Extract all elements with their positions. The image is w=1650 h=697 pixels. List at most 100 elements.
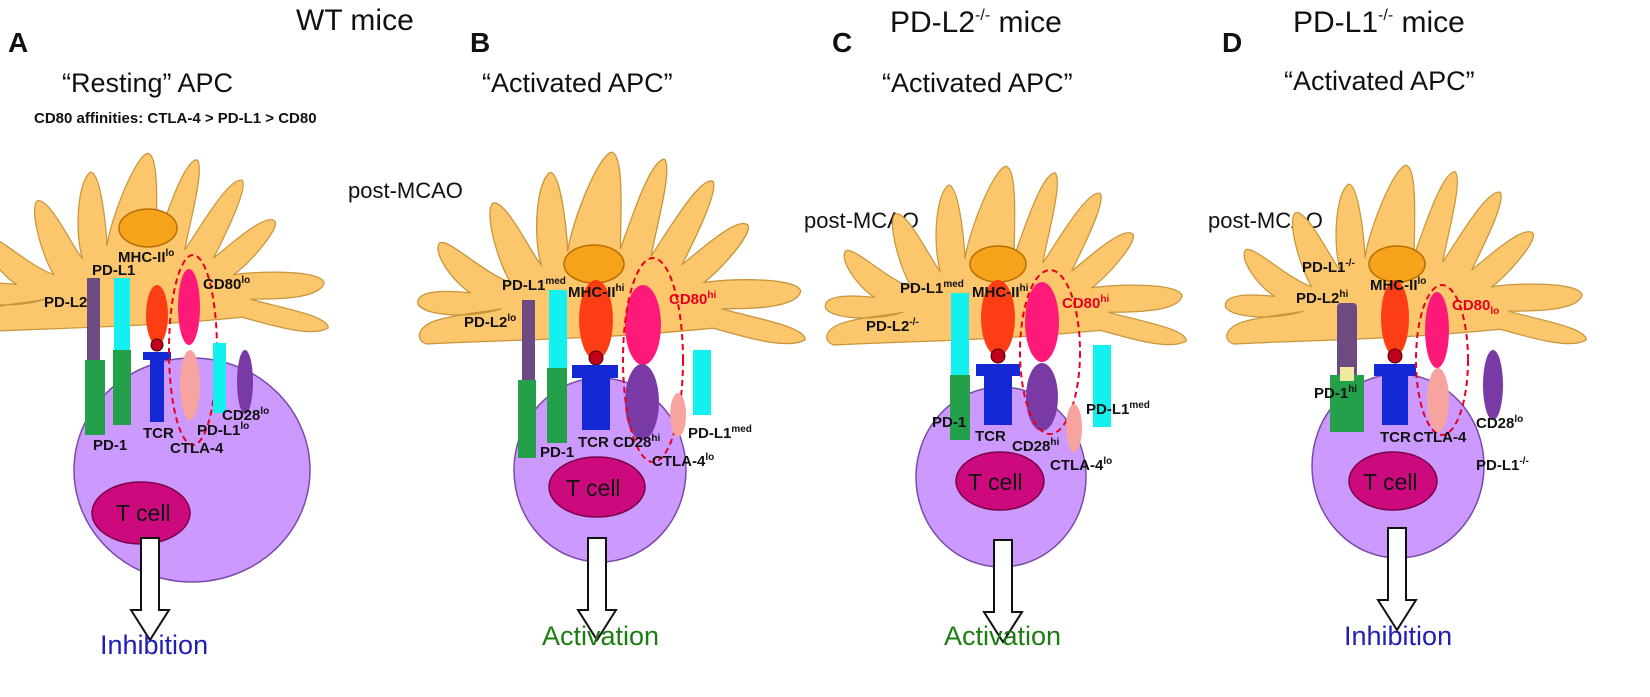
tcr-molecule xyxy=(1374,364,1416,425)
pdl1-side-label: PD-L1lo xyxy=(197,421,249,439)
pdl2-label: PD-L2-/- xyxy=(866,317,919,335)
cd80-dashed-ellipse xyxy=(1019,269,1081,435)
mhc-ii-molecule xyxy=(146,285,168,345)
ctla4-label: CTLA-4lo xyxy=(652,452,714,470)
t-cell-label: T cell xyxy=(1363,469,1418,495)
ctla4-molecule xyxy=(1066,404,1082,452)
outcome-label: Activation xyxy=(944,621,1061,651)
ctla4-molecule xyxy=(670,393,686,437)
panel-letter: B xyxy=(470,27,490,58)
mhc-label: MHC-IIlo xyxy=(1370,276,1426,294)
pdl1-side-label: PD-L1-/- xyxy=(1476,456,1529,474)
cd80-affinities-note: CD80 affinities: CTLA-4 > PD-L1 > CD80 xyxy=(34,110,317,127)
cd28-molecule xyxy=(1483,350,1503,420)
apc-state-label: “Activated APC” xyxy=(882,68,1073,98)
apc-nucleus xyxy=(563,244,625,284)
mice-label: PD-L1-/- mice xyxy=(1293,6,1465,39)
pdl1-top-label: PD-L1-/- xyxy=(1302,258,1355,276)
mhc-ii-molecule xyxy=(579,280,613,360)
pd1-molecule xyxy=(1330,375,1364,432)
ctla4-label: CTLA-4 xyxy=(170,440,224,457)
pdl1-top-label: PD-L1 xyxy=(92,262,135,279)
pdl1-molecule xyxy=(114,278,130,358)
pdl2-molecule xyxy=(87,278,100,373)
cd80-label: CD80hi xyxy=(1062,294,1109,312)
pd1-molecule xyxy=(518,380,536,458)
t-cell-nucleus xyxy=(955,451,1045,511)
ctla4-molecule xyxy=(1427,368,1449,432)
outcome-label: Activation xyxy=(542,621,659,651)
peptide xyxy=(150,338,164,352)
tcr-molecule xyxy=(143,352,171,422)
panel-letter: A xyxy=(8,27,28,58)
t-cell-nucleus xyxy=(548,456,646,518)
t-cell-label: T cell xyxy=(566,475,621,501)
cd80-molecule xyxy=(1425,292,1449,368)
apc-state-label: “Resting” APC xyxy=(62,68,233,98)
cd28-molecule xyxy=(1026,363,1058,431)
cd80-label: CD80lo xyxy=(1452,297,1499,317)
mice-label: WT mice xyxy=(296,4,414,37)
pdl1-soluble-molecule xyxy=(693,350,711,415)
cd28-molecule xyxy=(237,350,253,414)
panel-d: D PD-L1-/- mice “Activated APC” post-MCA… xyxy=(1208,6,1587,651)
pdl1-soluble-molecule xyxy=(213,343,226,413)
pdl2-label: PD-L2lo xyxy=(464,313,516,331)
cd28-label: CD28lo xyxy=(1476,414,1523,432)
outcome-label: Inhibition xyxy=(100,630,208,660)
cd80-molecule xyxy=(1025,282,1059,362)
peptide xyxy=(588,350,604,366)
cd80-label: CD80lo xyxy=(203,275,250,293)
outcome-label: Inhibition xyxy=(1344,621,1452,651)
apc-nucleus xyxy=(118,208,178,248)
cd80-molecule xyxy=(178,269,200,345)
pdl1-top-label: PD-L1med xyxy=(502,276,566,294)
pd1-binding-site xyxy=(1340,367,1354,381)
mhc-label: MHC-IIhi xyxy=(972,283,1029,301)
cd80-dashed-ellipse xyxy=(622,257,684,463)
t-cell-label: T cell xyxy=(968,469,1023,495)
panel-b: B “Activated APC” post-MCAO T cell MHC-I… xyxy=(348,27,806,651)
tcr-label: TCR xyxy=(143,425,174,442)
cd28-label: CD28hi xyxy=(1012,437,1059,455)
cd28-label: CD28hi xyxy=(613,433,660,451)
pd1-label: PD-1 xyxy=(932,414,966,431)
peptide xyxy=(1387,348,1403,364)
pd1-label: PD-1 xyxy=(93,437,127,454)
pdl1-side-label: PD-L1med xyxy=(688,424,752,442)
pd1-label: PD-1hi xyxy=(1314,384,1357,402)
t-cell-nucleus xyxy=(1348,451,1438,511)
mice-label: PD-L2-/- mice xyxy=(890,6,1062,39)
apc-state-label: “Activated APC” xyxy=(482,68,673,98)
pdl1-side-label: PD-L1med xyxy=(1086,400,1150,418)
apc-nucleus xyxy=(969,245,1027,283)
tcr-molecule xyxy=(976,364,1020,425)
pdl1-top-label: PD-L1med xyxy=(900,279,964,297)
pdl2-molecule xyxy=(1337,303,1357,385)
tcr-molecule xyxy=(572,365,618,430)
tcr-label: TCR xyxy=(975,428,1006,445)
cd80-label: CD80hi xyxy=(669,290,716,308)
ctla4-label: CTLA-4lo xyxy=(1050,456,1112,474)
pd1-molecule xyxy=(547,368,567,443)
pd1-molecule xyxy=(85,360,105,435)
pdl2-label: PD-L2hi xyxy=(1296,289,1348,307)
cd28-molecule xyxy=(625,364,659,440)
panel-c: C PD-L2-/- mice “Activated APC” post-MCA… xyxy=(804,6,1187,651)
pdl2-label: PD-L2 xyxy=(44,294,87,311)
t-cell-label: T cell xyxy=(116,500,171,526)
pd1-label: PD-1 xyxy=(540,444,574,461)
mhc-ii-molecule xyxy=(981,280,1015,356)
pdl1-soluble-molecule xyxy=(1093,345,1111,427)
ctla4-molecule xyxy=(180,350,200,420)
pdl1-molecule xyxy=(549,290,567,380)
ctla4-label: CTLA-4 xyxy=(1413,429,1467,446)
peptide xyxy=(990,348,1006,364)
tcr-label: TCR xyxy=(578,434,609,451)
apc-state-label: “Activated APC” xyxy=(1284,66,1475,96)
panel-letter: C xyxy=(832,27,852,58)
pd1-molecule xyxy=(950,375,970,440)
panel-a: A WT mice “Resting” APC CD80 affinities:… xyxy=(0,4,414,660)
cd80-dashed-ellipse xyxy=(1415,284,1469,436)
